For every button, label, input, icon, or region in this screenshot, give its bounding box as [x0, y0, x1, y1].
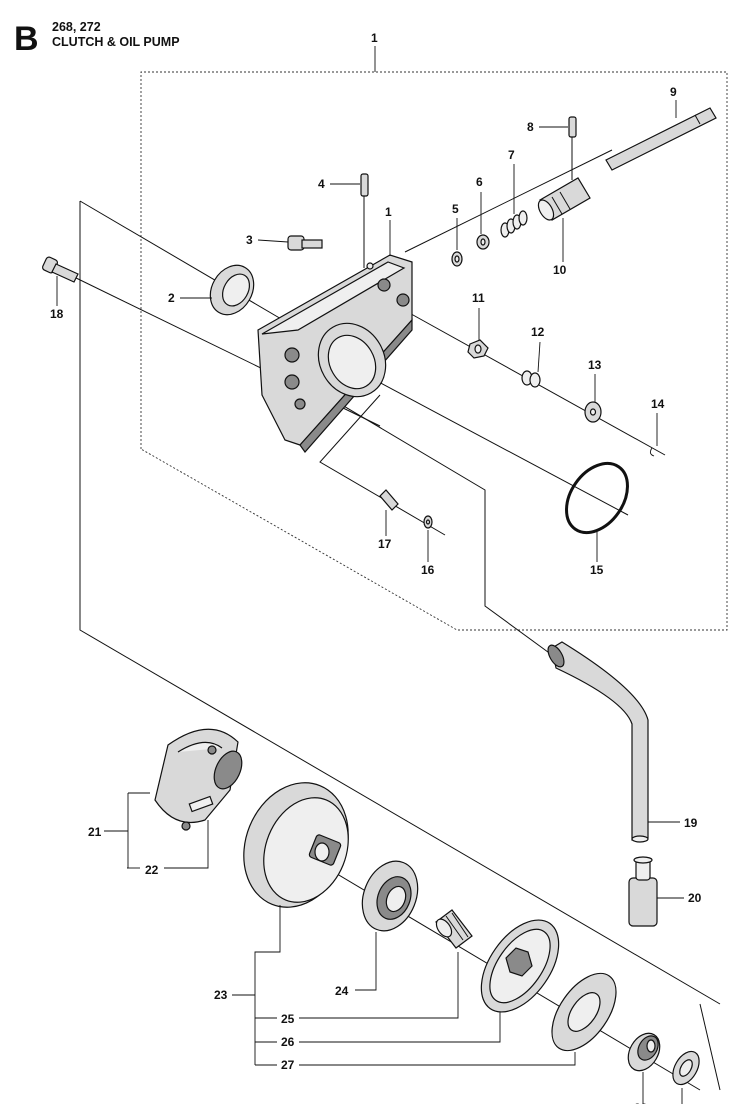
callout-24-leader: [355, 932, 377, 991]
callout-25: 25: [281, 1012, 295, 1026]
needle-bearing: [435, 909, 473, 949]
seal-ring: [209, 264, 255, 316]
callout-2: 2: [168, 291, 175, 305]
callout-1: 1: [385, 205, 392, 219]
sleeve: [379, 489, 399, 511]
pin-4: [360, 173, 369, 268]
assembly-axis-upper: [79, 200, 301, 331]
end-washer: [672, 1050, 700, 1086]
callout-5: 5: [452, 202, 459, 216]
callout-22: 22: [145, 863, 159, 877]
oil-pipe-axis: [299, 379, 553, 656]
callout-21: 21: [88, 825, 102, 839]
callout-18: 18: [50, 307, 64, 321]
callout-28: 28: [634, 1101, 648, 1104]
pin-8: [568, 116, 577, 180]
rim-sprocket: [361, 860, 419, 932]
section-title: CLUTCH & OIL PUMP: [52, 35, 180, 49]
callout-19: 19: [684, 816, 698, 830]
callout-26-leader: [299, 1012, 501, 1043]
clutch-drum: [243, 782, 349, 908]
circlip: [649, 447, 655, 457]
callout-22-spring-leader: [164, 820, 209, 869]
callout-7: 7: [508, 148, 515, 162]
large-washer: [551, 972, 617, 1052]
callout-12: 12: [531, 325, 545, 339]
o-ring: [565, 461, 629, 535]
model-numbers: 268, 272: [52, 20, 101, 34]
pump-piston: [537, 177, 591, 221]
washer-5: [451, 251, 463, 267]
callout-23: 23: [214, 988, 228, 1002]
callout-11: 11: [472, 291, 485, 305]
section-letter: B: [14, 20, 39, 58]
bolt: [41, 256, 79, 283]
callout-6: 6: [476, 175, 483, 189]
callout-25-leader: [299, 952, 459, 1019]
clutch-shoes: [154, 728, 243, 831]
washer-16: [423, 515, 433, 529]
callout-15: 15: [590, 563, 604, 577]
callout-4: 4: [318, 177, 325, 191]
callout-16: 16: [421, 563, 435, 577]
oil-pump-housing: [257, 254, 413, 453]
callout-12-leader: [537, 341, 541, 373]
callout-27-leader: [299, 1052, 576, 1066]
pump-shaft-axis: [404, 149, 613, 253]
adjusting-screw: [287, 235, 323, 251]
oil-filter: [628, 856, 658, 927]
callout-3-leader: [257, 239, 289, 243]
callout-14: 14: [651, 397, 665, 411]
callout-27: 27: [281, 1058, 295, 1072]
assembly-axis-left-frame: [79, 201, 721, 1005]
callout-24: 24: [335, 984, 349, 998]
callout-9: 9: [670, 85, 677, 99]
callout-1-assembly: 1: [371, 31, 378, 45]
pump-shaft: [605, 107, 717, 171]
callout-20: 20: [688, 891, 702, 905]
washer-13: [584, 401, 602, 423]
callout-23-leader: [254, 905, 281, 1065]
spring: [500, 210, 528, 238]
oil-pump-assembly-boundary: [140, 71, 728, 631]
nut: [467, 339, 489, 359]
oil-pipe: [547, 641, 649, 843]
callout-10: 10: [553, 263, 567, 277]
drum-nut: [627, 1032, 661, 1072]
clutch-axis-end: [699, 1003, 721, 1091]
callout-17: 17: [378, 537, 392, 551]
lower-pump-axis: [319, 394, 446, 536]
washer-6: [476, 234, 490, 250]
clip-spring: [521, 370, 541, 388]
callout-3: 3: [246, 233, 253, 247]
callout-8: 8: [527, 120, 534, 134]
callout-13: 13: [588, 358, 602, 372]
callout-21-leader: [127, 793, 129, 869]
drive-plate: [480, 919, 560, 1013]
callout-26: 26: [281, 1035, 295, 1049]
